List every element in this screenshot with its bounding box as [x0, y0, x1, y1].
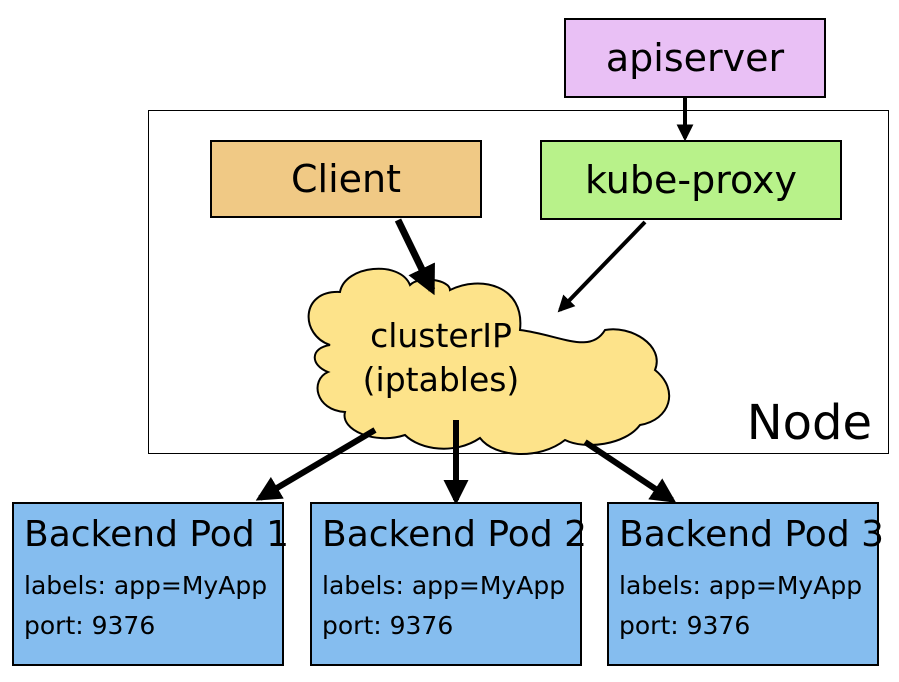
apiserver-box: apiserver [564, 18, 826, 98]
pod-title: Backend Pod 3 [619, 514, 885, 555]
pod-title: Backend Pod 2 [322, 514, 588, 555]
pod-labels: labels: app=MyApp [322, 571, 566, 600]
cluster-ip-label: clusterIP (iptables) [346, 314, 536, 402]
cluster-ip-line-1: clusterIP [370, 316, 512, 355]
backend-pod-1: Backend Pod 1 labels: app=MyApp port: 93… [12, 502, 290, 666]
pod-port: port: 9376 [24, 611, 156, 640]
pod-labels: labels: app=MyApp [619, 571, 863, 600]
apiserver-label: apiserver [605, 36, 785, 80]
kube-proxy-box: kube-proxy [540, 140, 842, 220]
node-label: Node [746, 395, 872, 451]
pod-port: port: 9376 [619, 611, 751, 640]
kube-proxy-to-cluster-ip-arrow [557, 220, 647, 313]
client-box: Client [210, 140, 482, 218]
pod-title: Backend Pod 1 [24, 514, 290, 555]
pod-port: port: 9376 [322, 611, 454, 640]
client-to-cluster-ip-arrow [394, 218, 436, 296]
cluster-ip-to-pod-1-arrow [255, 427, 377, 501]
cluster-ip-line-2: (iptables) [362, 360, 520, 399]
backend-pod-2: Backend Pod 2 labels: app=MyApp port: 93… [310, 502, 588, 666]
cluster-ip-to-pod-3-arrow [583, 439, 677, 503]
kube-proxy-label: kube-proxy [584, 158, 798, 202]
backend-pod-3: Backend Pod 3 labels: app=MyApp port: 93… [607, 502, 885, 666]
client-label: Client [290, 157, 401, 201]
pod-labels: labels: app=MyApp [24, 571, 268, 600]
